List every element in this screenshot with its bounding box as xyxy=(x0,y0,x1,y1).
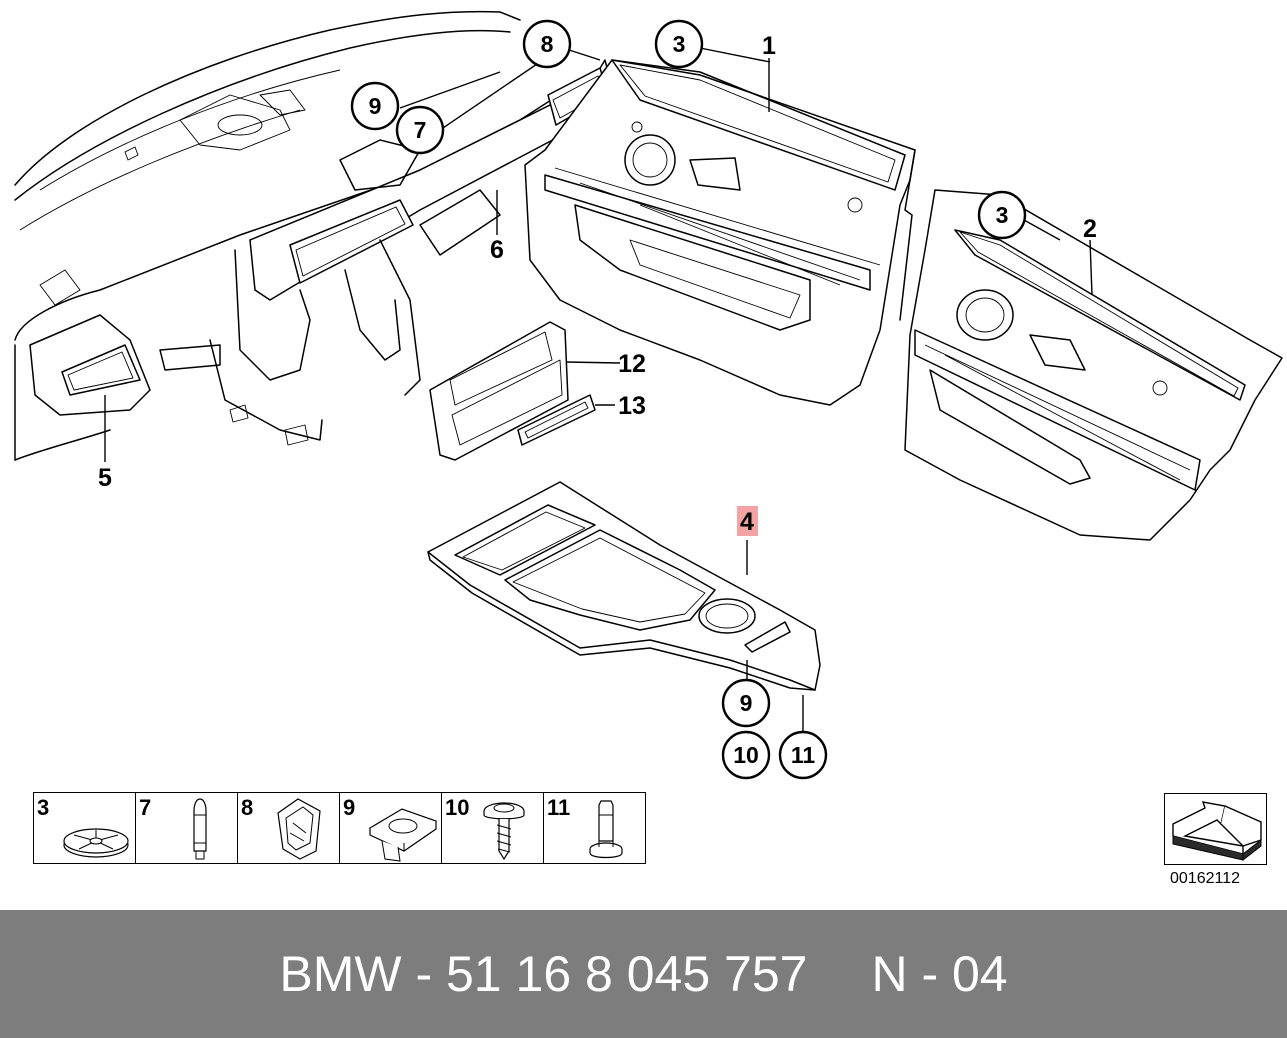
legend-cell-10[interactable]: 10 xyxy=(442,793,544,863)
legend-cell-7[interactable]: 7 xyxy=(136,793,238,863)
callout-11[interactable]: 11 xyxy=(778,730,828,780)
svg-text:10: 10 xyxy=(733,742,759,768)
label-12[interactable]: 12 xyxy=(618,350,646,378)
variant-code: N - 04 xyxy=(871,946,1008,1002)
orientation-arrow-box xyxy=(1164,793,1267,865)
front-door-panel xyxy=(524,59,916,406)
callout-9-top[interactable]: 9 xyxy=(350,81,400,131)
svg-text:9: 9 xyxy=(740,690,753,716)
callout-7[interactable]: 7 xyxy=(395,105,445,155)
label-1[interactable]: 1 xyxy=(762,32,776,60)
label-4[interactable]: 4 xyxy=(740,508,754,536)
highlight-marker xyxy=(737,506,758,536)
orientation-arrow-icon xyxy=(1172,801,1262,862)
legend-num: 10 xyxy=(445,795,470,820)
svg-text:8: 8 xyxy=(541,31,554,57)
footer-bar: BMW - 51 16 8 045 757 N - 04 xyxy=(0,910,1287,1038)
pin-clip-icon xyxy=(193,798,207,860)
svg-text:7: 7 xyxy=(414,117,427,143)
spring-clip-icon xyxy=(277,798,321,860)
legend-num: 11 xyxy=(547,795,571,820)
label-13[interactable]: 13 xyxy=(618,392,646,420)
square-nut-icon xyxy=(368,808,438,862)
label-2[interactable]: 2 xyxy=(1083,215,1097,243)
svg-text:9: 9 xyxy=(369,93,382,119)
legend-cell-8[interactable]: 8 xyxy=(238,793,340,863)
legend-num: 7 xyxy=(139,795,152,820)
label-5[interactable]: 5 xyxy=(98,464,112,492)
callout-10[interactable]: 10 xyxy=(721,730,771,780)
fastener-legend: 3 7 8 9 10 xyxy=(33,792,646,864)
legend-num: 3 xyxy=(37,795,50,820)
screw-icon xyxy=(483,802,525,861)
legend-cell-9[interactable]: 9 xyxy=(340,793,442,863)
legend-num: 8 xyxy=(241,795,254,820)
svg-text:3: 3 xyxy=(996,202,1009,228)
clip-round-icon xyxy=(63,828,129,858)
callout-8[interactable]: 8 xyxy=(522,19,572,69)
expanding-rivet-icon xyxy=(589,800,623,859)
callout-9-bottom[interactable]: 9 xyxy=(721,678,771,728)
legend-cell-11[interactable]: 11 xyxy=(544,793,645,863)
legend-num: 9 xyxy=(343,795,356,820)
diagram-canvas: 8 3 9 7 3 9 10 11 1 2 4 5 6 12 13 xyxy=(14,10,1283,780)
center-console-trim xyxy=(427,481,821,691)
label-6[interactable]: 6 xyxy=(490,236,504,264)
svg-text:11: 11 xyxy=(791,742,816,768)
svg-text:3: 3 xyxy=(673,31,686,57)
callout-3-rear[interactable]: 3 xyxy=(977,190,1027,240)
footer-text: BMW - 51 16 8 045 757 N - 04 xyxy=(0,910,1287,1038)
exploded-parts-diagram: 8 3 9 7 3 9 10 11 1 2 4 5 6 12 13 xyxy=(14,10,1283,780)
callout-3-front[interactable]: 3 xyxy=(654,19,704,69)
diagram-reference-number: 00162112 xyxy=(1170,870,1240,887)
part-number: BMW - 51 16 8 045 757 xyxy=(279,946,808,1002)
rear-door-panel xyxy=(904,189,1283,541)
panel-part-12-13 xyxy=(429,321,596,461)
legend-cell-3[interactable]: 3 xyxy=(34,793,136,863)
